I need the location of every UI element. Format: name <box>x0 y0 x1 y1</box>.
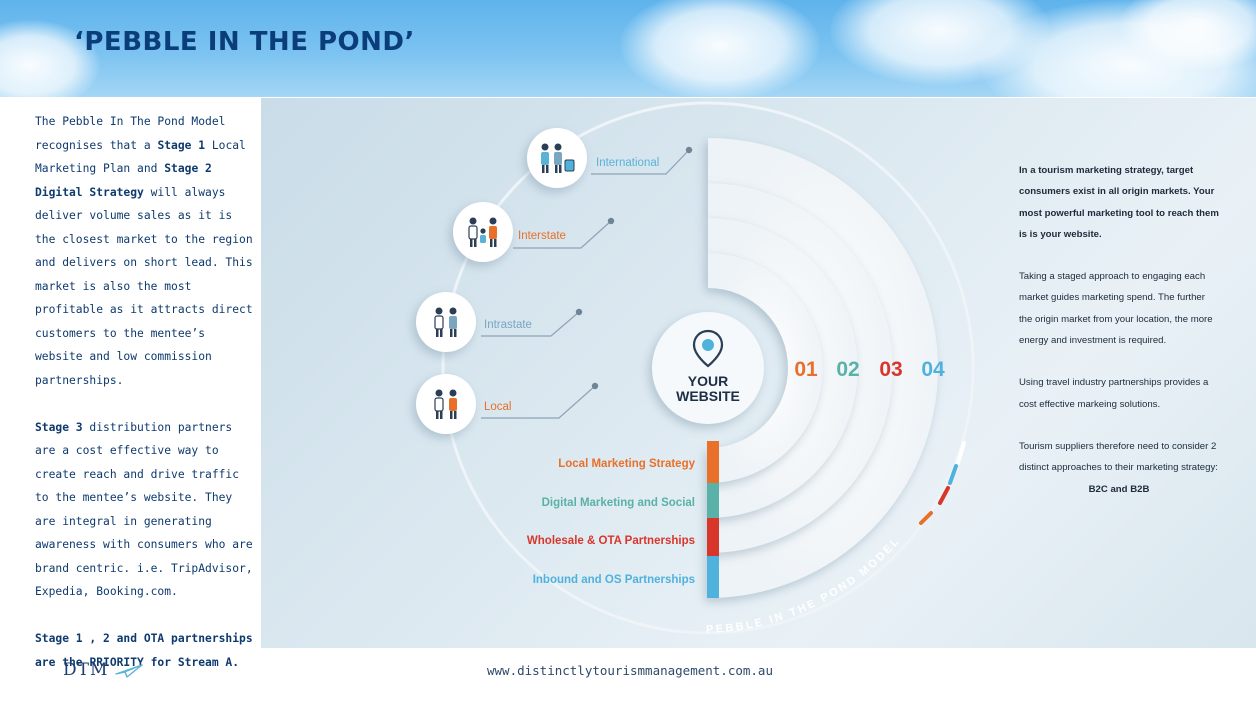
connector-intrastate <box>481 311 580 337</box>
paper-plane-icon <box>115 663 143 678</box>
bar-inbound <box>707 556 719 598</box>
right-bold-paragraph: In a tourism marketing strategy, target … <box>1019 165 1219 240</box>
connector-local <box>481 385 596 419</box>
bar-wholesale <box>707 518 719 556</box>
stage3-paragraph: Stage 3 distribution partners are a cost… <box>35 416 255 604</box>
strategy-label-digital: Digital Marketing and Social <box>542 497 695 509</box>
right-description: In a tourism marketing strategy, target … <box>1019 160 1219 500</box>
connector-international <box>591 149 690 175</box>
connector-interstate <box>513 220 612 249</box>
text-run: Local Marketing Plan and <box>35 138 246 176</box>
text-run-bold: Stage 1 <box>157 138 206 152</box>
dtm-logo: DTM <box>63 660 143 680</box>
market-label-international: International <box>596 157 659 169</box>
text-run-bold: Stage 3 <box>35 420 83 434</box>
stage-number-02: 02 <box>836 358 859 381</box>
connector-dot <box>591 382 599 390</box>
intrastate-couple-icon <box>416 292 476 352</box>
arc-dash <box>956 441 966 465</box>
stage-number-03: 03 <box>879 358 902 381</box>
bar-digital <box>707 483 719 518</box>
center-circle <box>652 312 764 424</box>
pebble-diagram: YOUR WEBSITE 01 02 03 04 Local Marketing… <box>261 98 1256 648</box>
ring-02 <box>708 218 858 518</box>
market-label-local: Local <box>484 401 512 413</box>
text-run: The Pebble In The Pond Model recognises … <box>35 115 226 152</box>
connector-dot <box>575 308 583 316</box>
right-paragraph-5: B2C and B2B <box>1088 483 1150 495</box>
stage-number-01: 01 <box>794 358 818 381</box>
diagram-svg: YOUR WEBSITE 01 02 03 04 Local Marketing… <box>416 101 975 636</box>
strategy-label-inbound: Inbound and OS Partnerships <box>533 574 695 586</box>
text-run-bold: Stage 1 , 2 and OTA partnerships are the… <box>35 632 253 669</box>
international-travelers-icon <box>527 128 587 188</box>
right-paragraph-3: Using travel industry partnerships provi… <box>1019 377 1209 410</box>
market-label-interstate: Interstate <box>518 230 566 242</box>
left-description: The Pebble In The Pond Model recognises … <box>35 110 255 698</box>
connector-dot <box>607 217 615 225</box>
interstate-family-icon <box>453 202 513 262</box>
arc-dash-blue <box>948 464 958 485</box>
header-banner: ‘PEBBLE IN THE POND’ <box>0 0 1256 97</box>
strategy-label-local: Local Marketing Strategy <box>558 458 695 470</box>
page-title: ‘PEBBLE IN THE POND’ <box>74 27 415 57</box>
text-run: will always deliver volume sales as it i… <box>35 185 253 387</box>
priority-paragraph: Stage 1 , 2 and OTA partnerships are the… <box>35 627 255 674</box>
arc-dash-orange <box>919 511 933 525</box>
local-couple-icon <box>416 374 476 434</box>
connector-dot <box>685 146 693 154</box>
center-label-line1: YOUR <box>688 373 728 389</box>
text-run: distribution partners are a cost effecti… <box>35 420 253 599</box>
ring-04 <box>708 138 938 598</box>
right-paragraph-2: Taking a staged approach to engaging eac… <box>1019 271 1213 347</box>
arc-dash-red <box>938 486 950 505</box>
text-run-bold: Stage 2 Digital Strategy <box>35 162 212 199</box>
bar-local <box>707 441 719 483</box>
outer-guide-ring <box>441 101 975 635</box>
ring-01 <box>708 253 823 483</box>
market-label-intrastate: Intrastate <box>484 319 532 331</box>
strategy-label-wholesale: Wholesale & OTA Partnerships <box>527 535 695 547</box>
intro-paragraph: The Pebble In The Pond Model recognises … <box>35 110 255 392</box>
location-pin-icon <box>692 329 724 368</box>
cloud-decoration <box>620 0 820 97</box>
stage-number-04: 04 <box>921 358 945 381</box>
logo-text: DTM <box>63 660 109 680</box>
footer-website-url[interactable]: www.distinctlytourismmanagement.com.au <box>487 663 773 678</box>
center-label-line2: WEBSITE <box>676 388 740 404</box>
ring-03 <box>708 183 893 553</box>
right-paragraph-4: Tourism suppliers therefore need to cons… <box>1019 440 1218 474</box>
